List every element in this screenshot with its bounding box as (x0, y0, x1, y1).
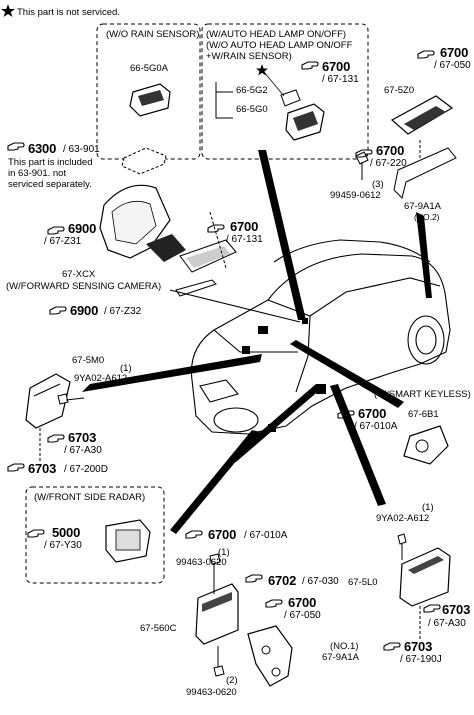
module-marker (302, 318, 308, 324)
module-marker (316, 384, 326, 394)
ref-5000[interactable]: 5000 (52, 525, 81, 540)
car-drawing (190, 239, 451, 435)
ref-6703-200d[interactable]: 6703 (28, 461, 57, 476)
ref-63-901[interactable]: / 63-901 (63, 144, 100, 155)
part-67-5m0[interactable]: 67-5M0 (72, 355, 105, 366)
ref-6700-220[interactable]: 6700 (376, 143, 405, 158)
ref-67-131-camera[interactable]: / 67-131 (226, 234, 263, 245)
module-marker (242, 346, 250, 354)
ref-6703-a30-right[interactable]: 6703 (442, 602, 471, 617)
ref-67-200d[interactable]: / 67-200D (64, 464, 108, 475)
right-bottom-module-drawing (397, 533, 451, 640)
ref-6700-050[interactable]: 6700 (440, 45, 469, 60)
right-module-drawing (355, 95, 457, 199)
star-icon (1, 4, 15, 17)
ref-6700-010a-keyless[interactable]: 6700 (358, 406, 387, 421)
bolt-99463-0620-bottom[interactable]: 99463-0620 (186, 687, 237, 698)
bracket-67-9a1a-no2[interactable]: 67-9A1A (404, 201, 441, 212)
box-headlamp-title-1: (W/AUTO HEAD LAMP ON/OFF) (206, 29, 347, 40)
bolt-99459-0612[interactable]: 99459-0612 (330, 190, 381, 201)
ref-67-z32[interactable]: / 67-Z32 (104, 306, 142, 317)
cover-note-2: in 63-901. not (8, 168, 67, 179)
ref-67-190j[interactable]: / 67-190J (400, 654, 442, 665)
radar-title: (W/FRONT SIDE RADAR) (34, 492, 146, 503)
bracket-no1-note: (NO.1) (330, 641, 359, 652)
cover-drawing (121, 147, 167, 175)
bolt-qty-1-bottom: (1) (218, 547, 230, 558)
part-67-5l0[interactable]: 67-5L0 (348, 577, 378, 588)
ref-6700-headlamp[interactable]: 6700 (322, 59, 351, 74)
ref-67-010a-bottom[interactable]: / 67-010A (244, 530, 288, 541)
box-rain-sensor-frame (96, 23, 201, 160)
part-66-5g0[interactable]: 66-5G0 (236, 104, 268, 115)
bracket-no2-note: (NO.2) (414, 212, 440, 222)
ref-6900-z31[interactable]: 6900 (68, 221, 97, 236)
box-headlamp-title-2: (W/O AUTO HEAD LAMP ON/OFF (206, 40, 353, 51)
ref-67-z31[interactable]: / 67-Z31 (44, 236, 82, 247)
not-serviced-note: This part is not serviced. (17, 7, 120, 18)
ref-6703-a30-left[interactable]: 6703 (68, 430, 97, 445)
part-66-5g0a[interactable]: 66-5G0A (130, 63, 169, 74)
part-67-5z0[interactable]: 67-5Z0 (384, 85, 415, 96)
box-headlamp-title-3: +W/RAIN SENSOR) (206, 51, 292, 62)
bolt-qty-3: (3) (372, 179, 384, 190)
bolt-qty-1-right: (1) (422, 502, 434, 513)
ref-6700-050-bottom[interactable]: 6700 (288, 595, 317, 610)
ref-67-030[interactable]: / 67-030 (302, 576, 339, 587)
box-radar-frame (25, 486, 165, 584)
ref-67-050[interactable]: / 67-050 (434, 60, 471, 71)
part-66-5g2[interactable]: 66-5G2 (236, 85, 268, 96)
bolt-9ya02-a612-left[interactable]: 9YA02-A612 (74, 373, 128, 384)
ref-67-a30-right[interactable]: / 67-A30 (428, 618, 466, 629)
ref-6900-z32[interactable]: 6900 (70, 303, 99, 318)
smart-keyless-title: (W/SMART KEYLESS) (374, 389, 471, 400)
ref-6300[interactable]: 6300 (28, 141, 57, 156)
bolt-99463-0620-top[interactable]: 99463-0620 (176, 557, 227, 568)
bottom-center-module-drawing (195, 553, 293, 687)
part-67-6b1[interactable]: 67-6B1 (408, 409, 439, 420)
box-headlamp-frame (201, 23, 369, 160)
ref-67-220[interactable]: / 67-220 (370, 158, 407, 169)
ref-6700-010a-bottom[interactable]: 6700 (208, 527, 237, 542)
rain-sensor-drawing (129, 83, 171, 117)
cover-note-1: This part is included (8, 157, 93, 168)
ref-6702[interactable]: 6702 (268, 573, 297, 588)
ref-67-050-bottom[interactable]: / 67-050 (284, 610, 321, 621)
leader-lines (82, 150, 432, 534)
radar-drawing (105, 519, 151, 563)
part-67-560c[interactable]: 67-560C (140, 623, 177, 634)
bolt-qty-1-left: (1) (120, 363, 132, 374)
ref-67-y30[interactable]: / 67-Y30 (44, 540, 82, 551)
box-rain-title: (W/O RAIN SENSOR) (106, 29, 200, 40)
left-mid-module-drawing (25, 373, 85, 462)
star-icon (256, 64, 268, 76)
bolt-9ya02-a612-right[interactable]: 9YA02-A612 (376, 513, 430, 524)
ref-67-131-headlamp[interactable]: / 67-131 (322, 74, 359, 85)
ref-6700-camera[interactable]: 6700 (230, 219, 259, 234)
module-marker (268, 424, 276, 432)
part-67-xcx[interactable]: 67-XCX (62, 269, 96, 280)
ref-6703-190j[interactable]: 6703 (404, 639, 433, 654)
cover-note-3: serviced separately. (8, 179, 92, 190)
ref-67-a30-left[interactable]: / 67-A30 (64, 445, 102, 456)
ref-67-010a-keyless[interactable]: / 67-010A (354, 421, 398, 432)
bracket-67-9a1a-no1[interactable]: 67-9A1A (322, 652, 359, 663)
headlamp-sensor-drawing (215, 64, 325, 141)
camera-bracket-drawing (99, 184, 237, 297)
keyless-antenna-drawing (403, 425, 449, 465)
camera-note: (W/FORWARD SENSING CAMERA) (6, 281, 162, 292)
module-marker (258, 326, 268, 334)
bolt-qty-2-bottom: (2) (226, 675, 238, 686)
